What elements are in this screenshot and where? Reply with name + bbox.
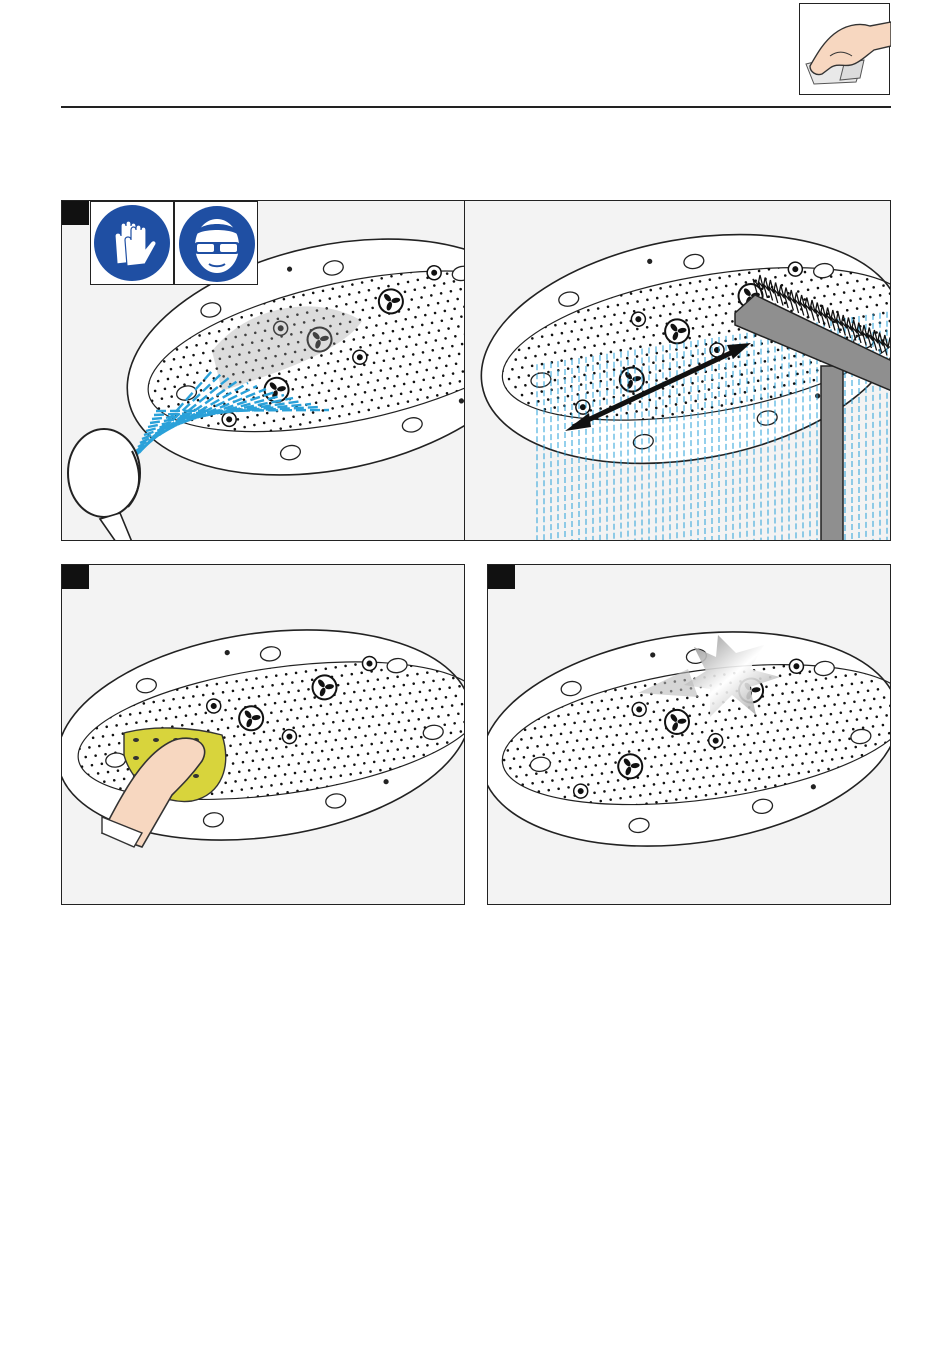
step-badge: rinse-with-hand-shower (62, 201, 89, 225)
shower-plate (488, 605, 891, 871)
panel-rinse: rinse-with-hand-shower (61, 200, 465, 541)
step-badge: clean-shiny-result (488, 565, 515, 589)
plate-outline (488, 607, 891, 871)
step-badge: wipe-with-sponge (62, 565, 89, 589)
shower-plate-illustration (465, 201, 891, 541)
protective-gloves-icon (90, 201, 174, 285)
brush-handle (821, 366, 843, 541)
hand-shower-handle (100, 513, 132, 541)
panel-brush (464, 200, 891, 541)
shower-plate-illustration (488, 565, 891, 905)
header-rule (61, 106, 891, 108)
safety-goggles-icon (174, 201, 258, 285)
hand-shower-head-icon (68, 429, 140, 517)
shower-plate-illustration (62, 565, 465, 905)
panel-sponge: wipe-with-sponge (61, 564, 465, 905)
panel-result: clean-shiny-result (487, 564, 891, 905)
hand-wiping-icon (799, 3, 890, 95)
